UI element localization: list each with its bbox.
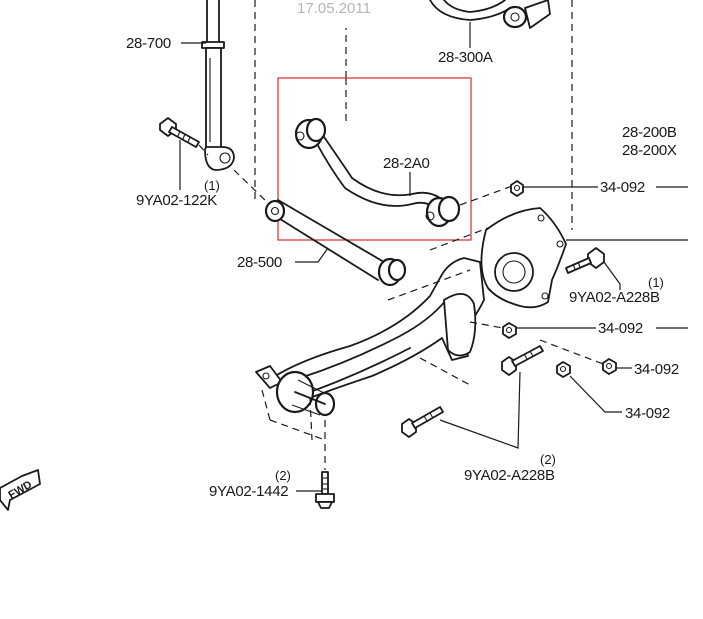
label-bolt-lower: 9YA02-A228B (464, 467, 555, 484)
knuckle-part (480, 207, 567, 309)
label-28-200X: 28-200X (622, 142, 677, 159)
bolt-lower-1-part (501, 345, 544, 376)
label-28-200B: 28-200B (622, 124, 677, 141)
bolt-9YA02-122K-part (159, 117, 200, 148)
trailing-arm-part (255, 257, 485, 417)
upper-arm-28-2A0-part (294, 117, 461, 228)
label-bolt-bottom: 9YA02-1442 (209, 483, 288, 500)
label-9YA02-122K-qty: (1) (204, 178, 220, 193)
fwd-arrow-icon: FWD (0, 469, 41, 511)
label-nut-1: 34-092 (600, 179, 645, 196)
label-28-300A: 28-300A (438, 49, 493, 66)
nut-34-092-top-part (510, 180, 524, 197)
label-9YA02-122K: 9YA02-122K (136, 192, 217, 209)
label-28-2A0: 28-2A0 (383, 155, 430, 172)
leader-nut-4 (569, 375, 622, 413)
label-nut-4: 34-092 (625, 405, 670, 422)
shock-absorber-part (201, 0, 235, 171)
nut-34-092-lower-part (556, 361, 571, 378)
leader-bolt-knuckle (603, 261, 621, 290)
lateral-link-28-500-part (264, 199, 407, 287)
bolt-bottom-part (315, 471, 335, 509)
upper-link-28-300A-part (429, 0, 551, 29)
label-nut-2: 34-092 (598, 320, 643, 337)
bolt-knuckle-part (565, 247, 605, 274)
label-28-700: 28-700 (126, 35, 171, 52)
nut-34-092-mid-part (502, 322, 517, 339)
label-bolt-bottom-qty: (2) (275, 468, 291, 483)
label-28-500: 28-500 (237, 254, 282, 271)
nut-34-092-right-part (602, 358, 617, 375)
label-nut-3: 34-092 (634, 361, 679, 378)
label-bolt-lower-qty: (2) (540, 452, 556, 467)
highlight-box-28-2A0 (277, 77, 472, 241)
date-stamp: 17.05.2011 (297, 0, 371, 17)
leader-bolt-lower (439, 371, 521, 449)
label-bolt-knuckle-qty: (1) (648, 275, 664, 290)
leader-28-500 (295, 247, 329, 263)
label-bolt-knuckle: 9YA02-A228B (569, 289, 660, 306)
bolt-lower-2-part (401, 406, 444, 438)
